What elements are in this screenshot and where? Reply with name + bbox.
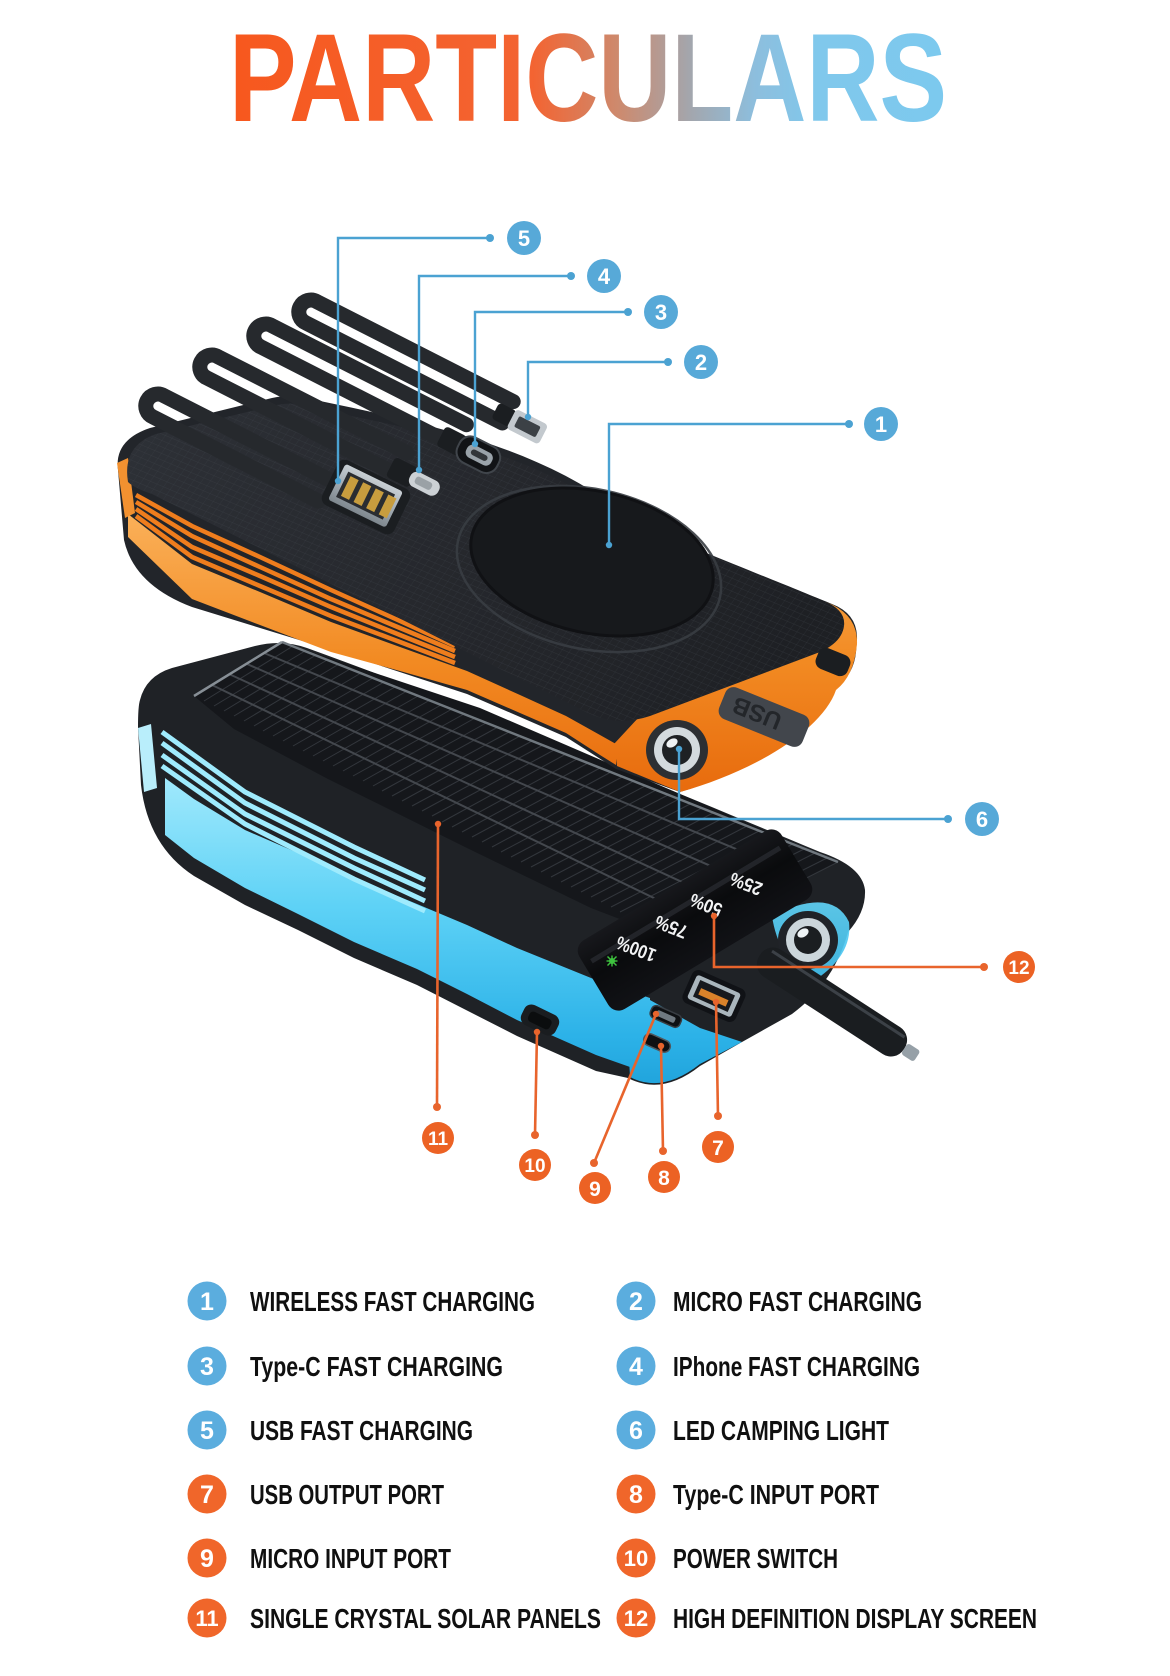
svg-text:PARTICULARS: PARTICULARS [229, 9, 947, 148]
svg-text:6: 6 [976, 807, 988, 832]
svg-text:HIGH DEFINITION DISPLAY SCREEN: HIGH DEFINITION DISPLAY SCREEN [673, 1603, 1037, 1634]
svg-text:5: 5 [518, 226, 530, 251]
svg-text:Type-C INPUT PORT: Type-C INPUT PORT [673, 1479, 879, 1510]
svg-text:3: 3 [200, 1353, 214, 1381]
svg-text:MICRO INPUT PORT: MICRO INPUT PORT [250, 1543, 451, 1574]
svg-text:SINGLE CRYSTAL SOLAR PANELS: SINGLE CRYSTAL SOLAR PANELS [250, 1603, 601, 1634]
svg-text:1: 1 [875, 412, 887, 437]
svg-text:4: 4 [629, 1353, 643, 1381]
svg-text:10: 10 [524, 1156, 545, 1177]
svg-text:4: 4 [598, 264, 611, 289]
svg-text:POWER SWITCH: POWER SWITCH [673, 1543, 838, 1574]
svg-text:LED CAMPING LIGHT: LED CAMPING LIGHT [673, 1415, 889, 1446]
svg-text:USB FAST CHARGING: USB FAST CHARGING [250, 1415, 473, 1446]
svg-text:9: 9 [200, 1545, 214, 1573]
svg-text:12: 12 [624, 1606, 648, 1631]
svg-text:8: 8 [629, 1481, 643, 1509]
svg-text:2: 2 [695, 350, 707, 375]
svg-text:9: 9 [589, 1178, 601, 1201]
svg-text:10: 10 [624, 1546, 648, 1571]
svg-text:IPhone FAST CHARGING: IPhone FAST CHARGING [673, 1351, 920, 1382]
svg-text:MICRO FAST CHARGING: MICRO FAST CHARGING [673, 1286, 922, 1317]
svg-text:11: 11 [428, 1129, 449, 1150]
svg-text:1: 1 [200, 1288, 214, 1316]
svg-text:USB OUTPUT PORT: USB OUTPUT PORT [250, 1479, 444, 1510]
svg-text:3: 3 [655, 300, 667, 325]
svg-text:11: 11 [195, 1606, 218, 1631]
svg-text:5: 5 [200, 1417, 214, 1445]
svg-text:8: 8 [658, 1167, 670, 1190]
svg-text:2: 2 [629, 1288, 643, 1316]
svg-text:12: 12 [1008, 958, 1029, 979]
svg-text:WIRELESS FAST CHARGING: WIRELESS FAST CHARGING [250, 1286, 535, 1317]
svg-text:Type-C FAST CHARGING: Type-C FAST CHARGING [250, 1351, 503, 1382]
svg-text:7: 7 [712, 1137, 724, 1160]
svg-text:7: 7 [200, 1481, 214, 1509]
svg-text:6: 6 [629, 1417, 643, 1445]
